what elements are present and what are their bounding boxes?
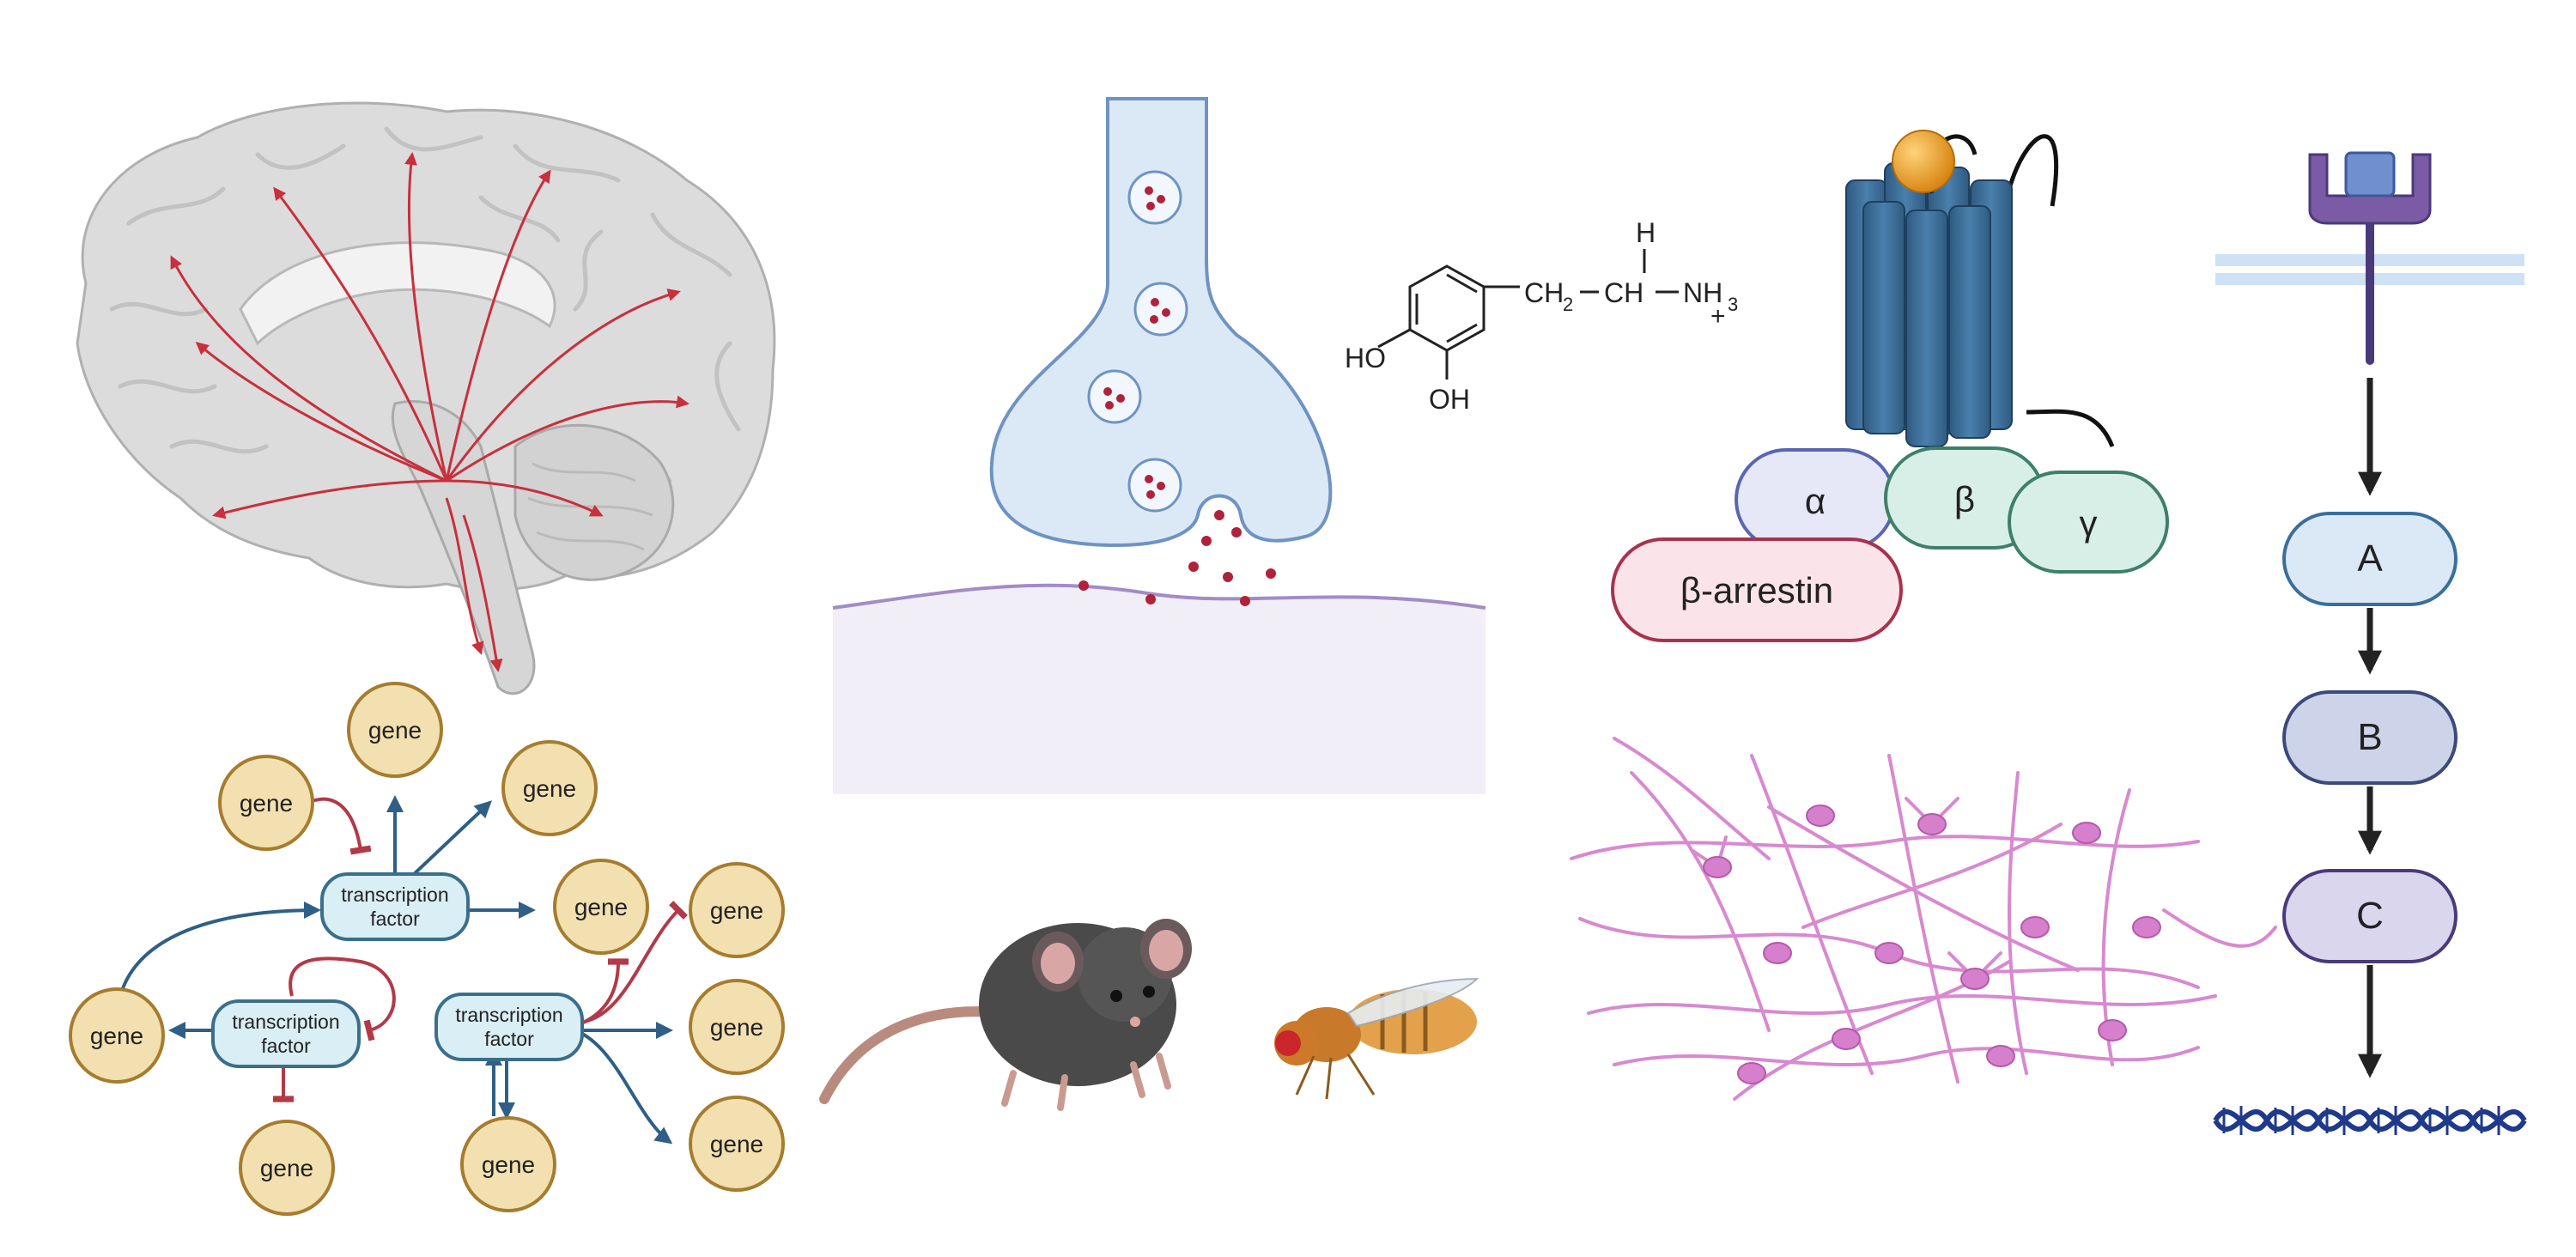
svg-text:gene: gene <box>523 775 576 802</box>
gene-node: gene <box>239 1120 335 1216</box>
svg-text:gene: gene <box>710 1014 763 1041</box>
synapse-icon <box>832 97 1486 794</box>
svg-text:C: C <box>2356 895 2384 937</box>
gene-node: gene <box>218 755 314 851</box>
gene-node: gene <box>689 862 785 958</box>
svg-text:factor: factor <box>370 908 420 930</box>
svg-text:factor: factor <box>261 1035 311 1057</box>
g-protein-alpha-subunit: α <box>1735 448 1896 551</box>
g-protein-gamma-subunit: γ <box>2008 471 2169 574</box>
pathway-step-a: A <box>2282 512 2458 606</box>
svg-text:H: H <box>1636 217 1656 248</box>
gene-node: gene <box>501 740 598 836</box>
dopamine-molecule-icon: HO OH CH 2 CH H NH 3 + <box>1345 217 1738 415</box>
transcription-factor-node: transcription factor <box>211 999 361 1068</box>
svg-text:HO: HO <box>1345 343 1386 373</box>
transcription-factor-node: transcription factor <box>320 872 470 941</box>
svg-text:3: 3 <box>1728 294 1738 315</box>
pathway-step-b: B <box>2282 690 2458 785</box>
svg-text:transcription: transcription <box>455 1004 562 1026</box>
svg-text:gene: gene <box>90 1023 143 1049</box>
brain-icon <box>76 101 776 695</box>
mouse-icon <box>819 919 1192 1111</box>
gene-node: gene <box>689 1096 785 1192</box>
svg-text:gene: gene <box>710 1131 763 1157</box>
svg-text:gene: gene <box>574 894 628 920</box>
svg-text:β-arrestin: β-arrestin <box>1680 570 1833 610</box>
svg-text:gene: gene <box>260 1155 313 1181</box>
svg-text:gene: gene <box>368 717 422 744</box>
pathway-step-c: C <box>2282 869 2458 963</box>
g-protein-beta-subunit: β <box>1884 446 2045 550</box>
gpcr-receptor-icon <box>1845 130 2115 447</box>
svg-text:2: 2 <box>1563 294 1573 315</box>
svg-text:transcription: transcription <box>232 1011 339 1033</box>
svg-text:+: + <box>1710 302 1726 331</box>
svg-text:α: α <box>1805 481 1826 521</box>
svg-text:CH: CH <box>1604 277 1643 308</box>
gene-node: gene <box>689 979 785 1075</box>
svg-text:NH: NH <box>1683 277 1722 308</box>
svg-text:transcription: transcription <box>341 884 448 906</box>
svg-text:gene: gene <box>710 897 763 924</box>
gene-regulatory-network: gene gene gene gene gene gene gene gene <box>69 682 785 1216</box>
svg-text:B: B <box>2357 716 2382 758</box>
dna-icon <box>2213 1106 2527 1135</box>
gene-node: gene <box>460 1116 556 1212</box>
gene-node: gene <box>69 987 165 1084</box>
svg-text:γ: γ <box>2080 503 2098 543</box>
gene-node: gene <box>347 682 443 778</box>
svg-text:factor: factor <box>484 1028 534 1050</box>
transcription-factor-node: transcription factor <box>434 993 584 1061</box>
membrane-receptor-icon <box>2308 151 2432 365</box>
svg-text:A: A <box>2357 537 2383 580</box>
svg-text:CH: CH <box>1524 277 1564 308</box>
beta-arrestin: β-arrestin <box>1611 537 1903 642</box>
svg-text:gene: gene <box>240 790 293 817</box>
fruit-fly-icon <box>1274 977 1479 1100</box>
svg-text:OH: OH <box>1429 384 1470 415</box>
gene-node: gene <box>553 859 649 955</box>
neuron-cell-bodies <box>1703 805 2161 1084</box>
svg-text:β: β <box>1954 479 1975 519</box>
ligand-icon <box>1892 130 1955 194</box>
svg-text:gene: gene <box>482 1151 535 1178</box>
neuron-network-icon <box>1570 737 2277 1101</box>
